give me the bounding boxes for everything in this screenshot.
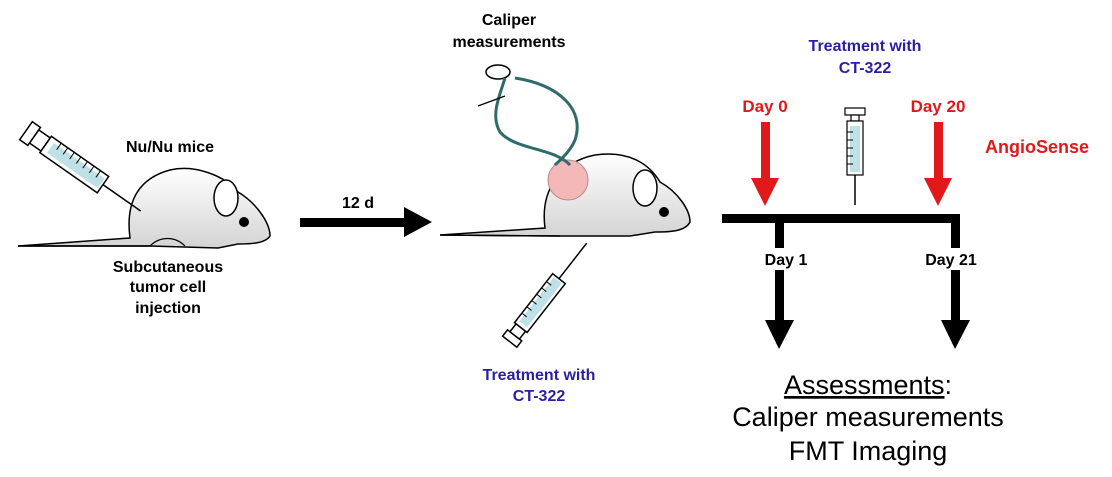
caliper-label-line-1: Caliper	[482, 12, 536, 29]
treatment-label-2-line-2: CT-322	[839, 60, 892, 77]
treatment-label-1-line-2: CT-322	[513, 388, 566, 405]
mouse-1-ear	[213, 179, 239, 217]
day-20-arrow	[924, 122, 952, 206]
day-21-arrow	[941, 222, 970, 349]
day-0-label: Day 0	[742, 97, 787, 116]
day-20-label: Day 20	[911, 97, 966, 116]
mouse-2-illustration	[439, 153, 691, 237]
treatment-label-1-line-1: Treatment with	[483, 367, 596, 384]
mice-label: Nu/Nu mice	[126, 139, 214, 156]
injection-syringe-icon	[18, 120, 142, 212]
assessments-block: Assessments: Caliper measurements FMT Im…	[732, 370, 1004, 466]
twelve-day-label: 12 d	[342, 195, 374, 212]
tumor-icon	[547, 159, 589, 201]
treatment-syringe-icon	[501, 242, 588, 349]
injection-label-line-2: tumor cell	[130, 279, 206, 296]
day-21-label: Day 21	[925, 252, 977, 269]
treatment-label-2-line-1: Treatment with	[809, 38, 922, 55]
injection-label-line-3: injection	[135, 300, 201, 317]
day-0-arrow	[751, 122, 779, 206]
day-1-arrow	[765, 222, 794, 349]
assessments-title: Assessments	[784, 370, 945, 400]
mouse-1-eye	[239, 217, 249, 227]
mouse-1-illustration	[17, 167, 271, 249]
assessment-item-caliper: Caliper measurements	[732, 402, 1004, 432]
day-1-label: Day 1	[765, 252, 808, 269]
svg-text:Assessments:: Assessments:	[784, 370, 952, 400]
caliper-label-line-2: measurements	[453, 34, 566, 51]
assessment-item-fmt: FMT Imaging	[789, 436, 948, 466]
treatment-syringe-vertical-icon	[844, 107, 866, 205]
angiosense-label: AngioSense	[985, 137, 1089, 157]
mouse-2-eye	[659, 207, 669, 217]
twelve-day-arrow	[300, 207, 432, 237]
assessments-colon: :	[945, 370, 953, 400]
injection-label-line-1: Subcutaneous	[113, 259, 223, 276]
mouse-2-ear	[632, 169, 658, 207]
caliper-icon	[477, 64, 579, 167]
timeline-bar	[722, 214, 960, 223]
